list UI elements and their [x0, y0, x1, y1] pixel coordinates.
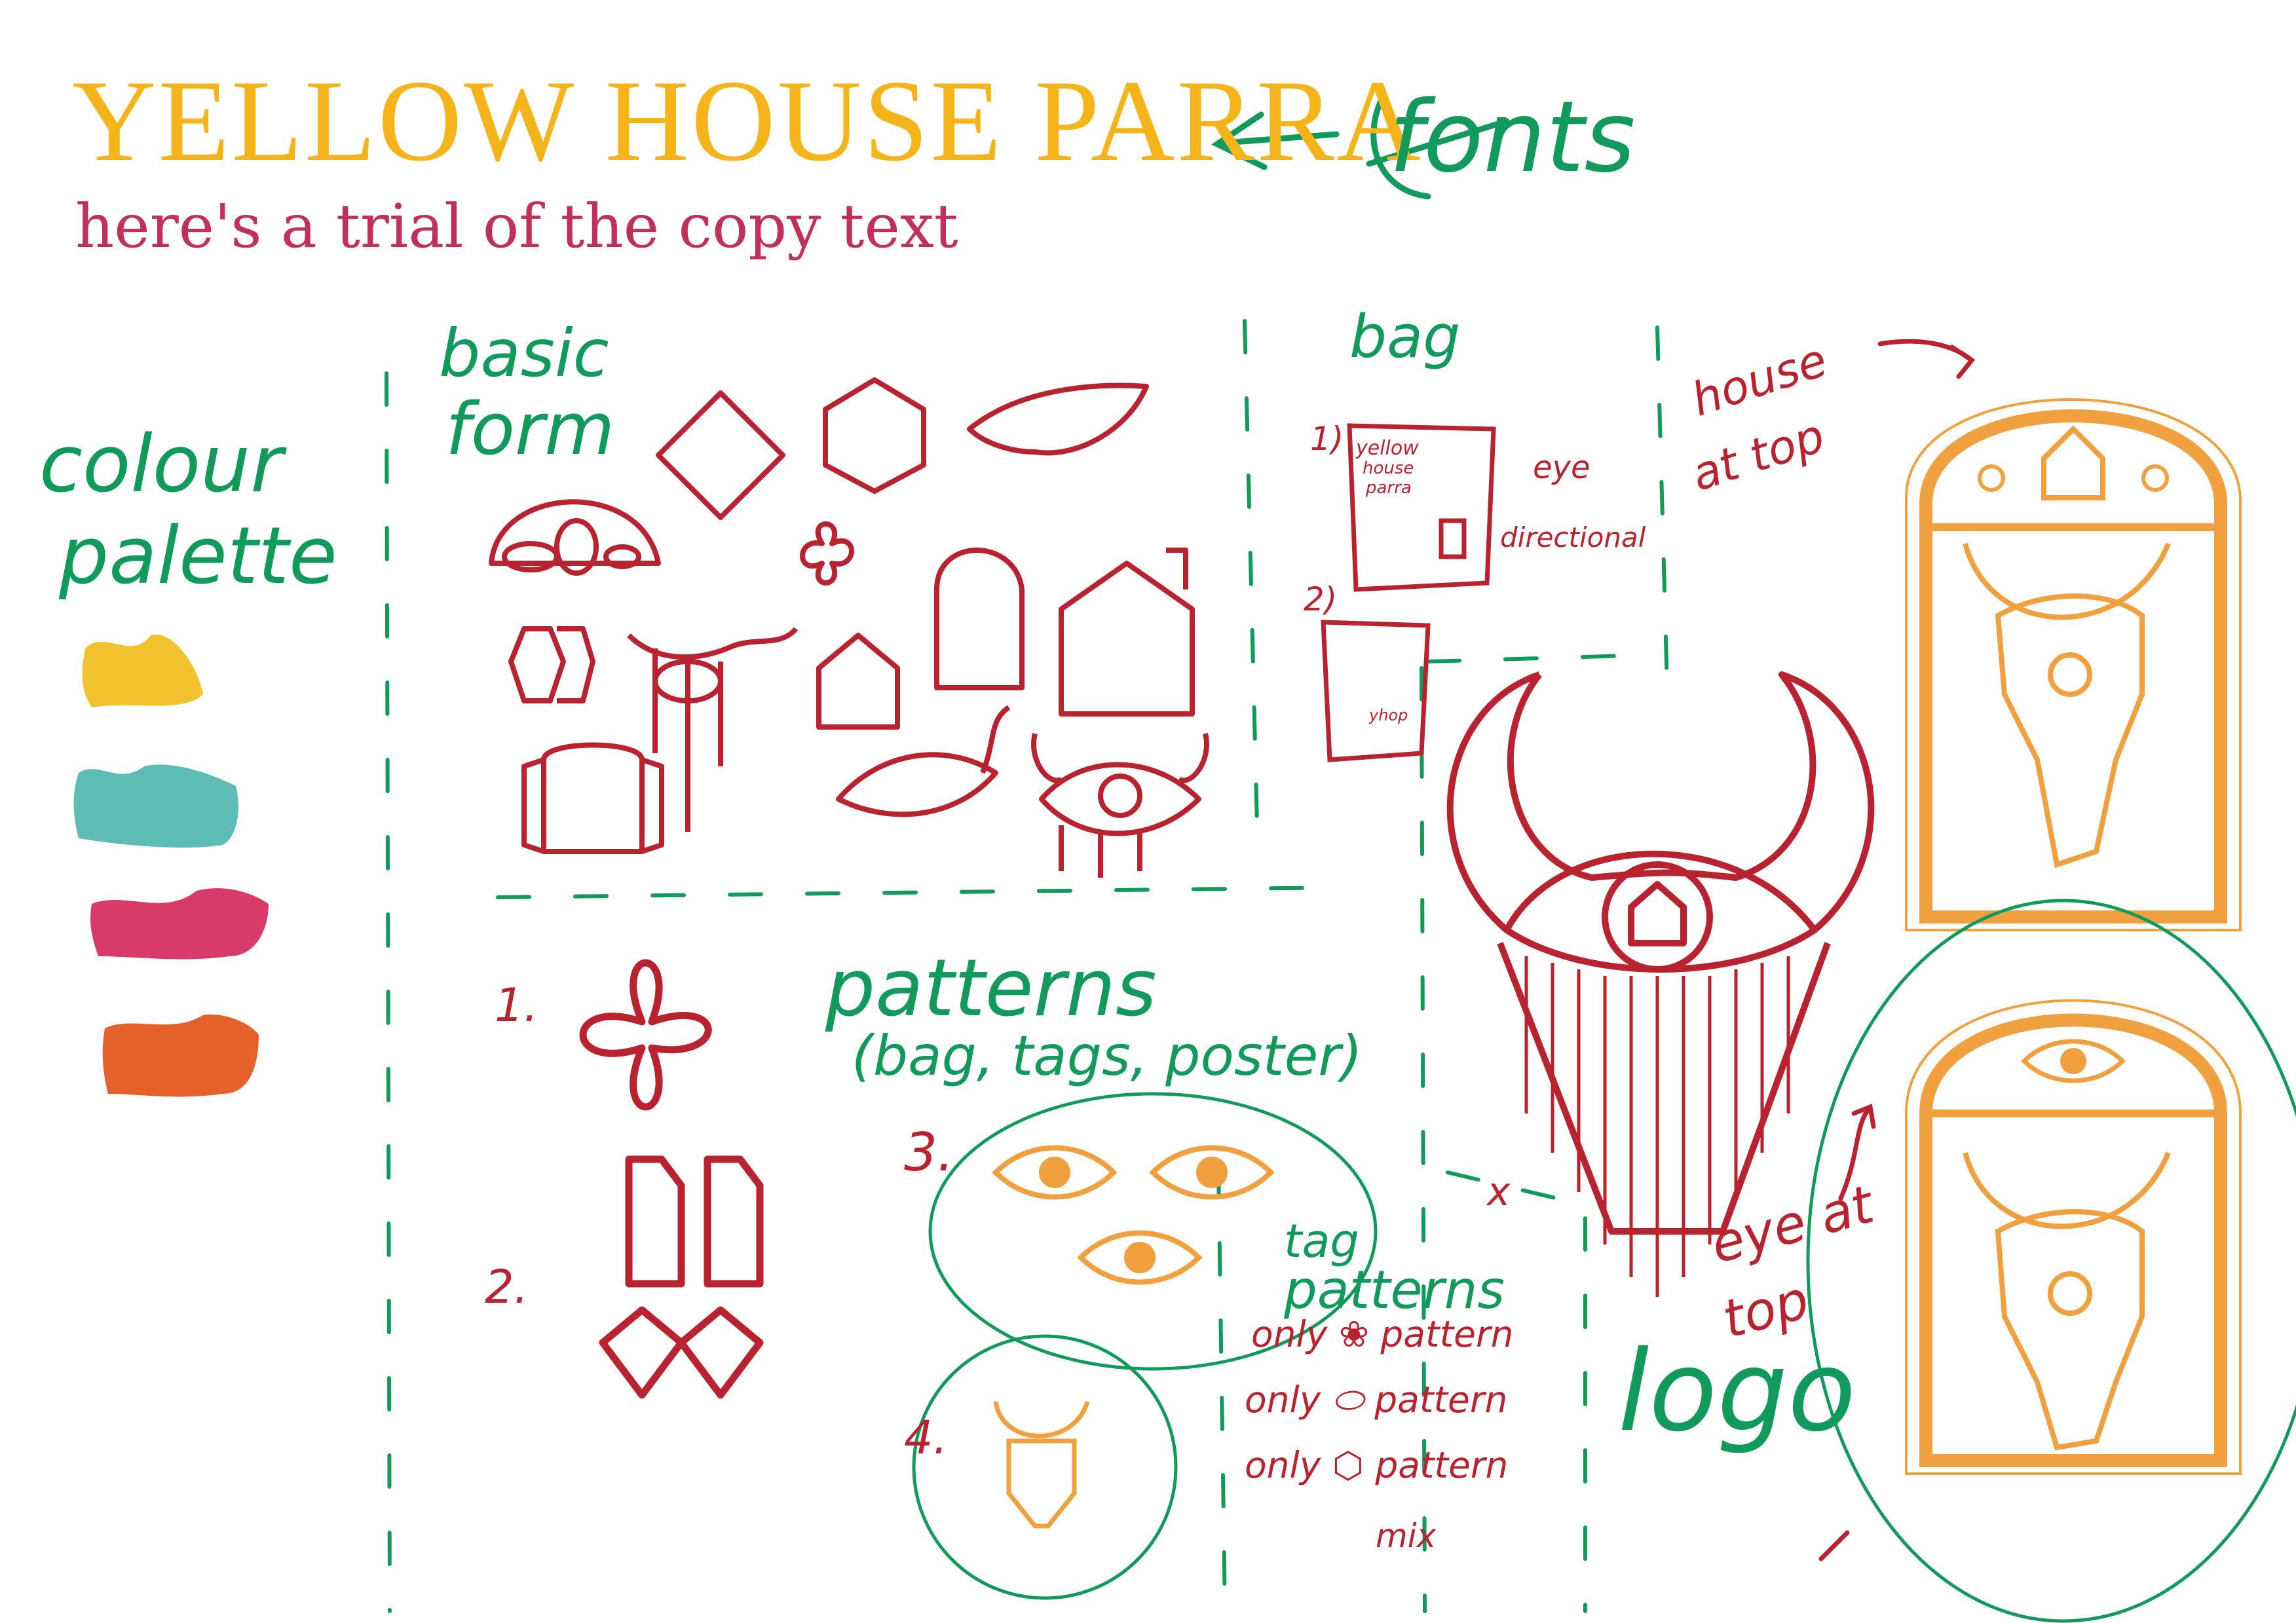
- swatch-pink: [90, 888, 269, 960]
- bag-2: [1321, 620, 1431, 762]
- annotation-arrows: [1818, 339, 1976, 1561]
- section-dividers: [385, 319, 1669, 1613]
- diamond-shape: [656, 390, 785, 520]
- tag-patterns-line2: patterns: [1284, 1259, 1505, 1320]
- pattern-number-4: 4.: [904, 1411, 948, 1464]
- window-sketch: [521, 742, 664, 854]
- earring-sketch: [508, 626, 595, 703]
- bag-small-text: yhop: [1369, 706, 1408, 724]
- earring-pattern-icon: [599, 1155, 764, 1399]
- swatch-yellow: [82, 634, 203, 707]
- fonts-label: fonts: [1389, 81, 1636, 195]
- bag-eye-note: eye: [1533, 449, 1590, 486]
- tag-pattern-line: mix: [1376, 1517, 1437, 1555]
- bag-text-1: yellow: [1356, 437, 1419, 460]
- bull-eye-sketch: [1031, 733, 1209, 878]
- house-sketch-1: [816, 633, 900, 730]
- leaf-eye-shape: [967, 382, 1149, 456]
- fonts-arrow: [1211, 95, 1510, 200]
- swatch-orange: [102, 1015, 259, 1097]
- pattern-number-3: 3.: [904, 1122, 954, 1183]
- patterns-label-line2: (bag, tags, poster): [852, 1024, 1363, 1088]
- logo-label: logo: [1618, 1327, 1856, 1457]
- basic-forms: [489, 377, 1209, 878]
- palette-label-line2: palette: [59, 511, 337, 602]
- swatch-teal: [73, 764, 238, 848]
- eye-pattern-icons: [992, 1145, 1275, 1285]
- arch-logo-house-top: [1905, 398, 2242, 931]
- highlight-circles: [912, 899, 2296, 1623]
- pattern-number-2: 2.: [485, 1260, 529, 1314]
- bag-note-1: 1): [1310, 420, 1344, 458]
- tag-patterns-line1: tag: [1284, 1214, 1359, 1268]
- tag-pattern-line: only ⬡ pattern: [1245, 1444, 1509, 1486]
- bag-label: bag: [1349, 303, 1461, 371]
- basic-form-line1: basic: [439, 315, 609, 392]
- house-sketch-2: [1059, 548, 1195, 717]
- hexagon-shape: [823, 377, 926, 494]
- page-subtitle: here's a trial of the copy text: [75, 191, 958, 261]
- semicircle-shape: [489, 499, 661, 566]
- patterns-label-line1: patterns: [825, 943, 1157, 1034]
- bag-sketches: [1321, 423, 1496, 762]
- flower-pattern-icon: [579, 959, 712, 1111]
- palette-label-line1: colour: [39, 419, 283, 510]
- bag-1: [1347, 423, 1496, 592]
- pattern-number-1: 1.: [495, 979, 538, 1032]
- bag-note-2: 2): [1304, 580, 1338, 618]
- arch-house-sketch: [934, 548, 1025, 690]
- small-bull-icon: [993, 1400, 1090, 1529]
- flower-cross: [800, 521, 854, 586]
- bag-text-2: house: [1363, 458, 1414, 478]
- colour-swatches: [73, 634, 269, 1097]
- arch-logo-eye-top: [1905, 999, 2242, 1475]
- page-title: YELLOW HOUSE PARRA: [72, 56, 1423, 185]
- bag-text-3: parra: [1366, 478, 1412, 498]
- pattern-icons: [579, 959, 764, 1399]
- basic-form-line2: form: [445, 387, 615, 471]
- tag-pattern-line: only ❀ pattern: [1251, 1313, 1514, 1355]
- bull-head-sketch: [627, 627, 799, 832]
- bull-eye-logo: [1446, 671, 1875, 1235]
- bag-directional-note: directional: [1500, 521, 1646, 553]
- cross-mark: x: [1487, 1169, 1511, 1215]
- tag-pattern-line: only ⬭ pattern: [1245, 1379, 1508, 1421]
- logo-fringe: [1524, 956, 1790, 1297]
- eye-horn-sketch: [836, 705, 1011, 817]
